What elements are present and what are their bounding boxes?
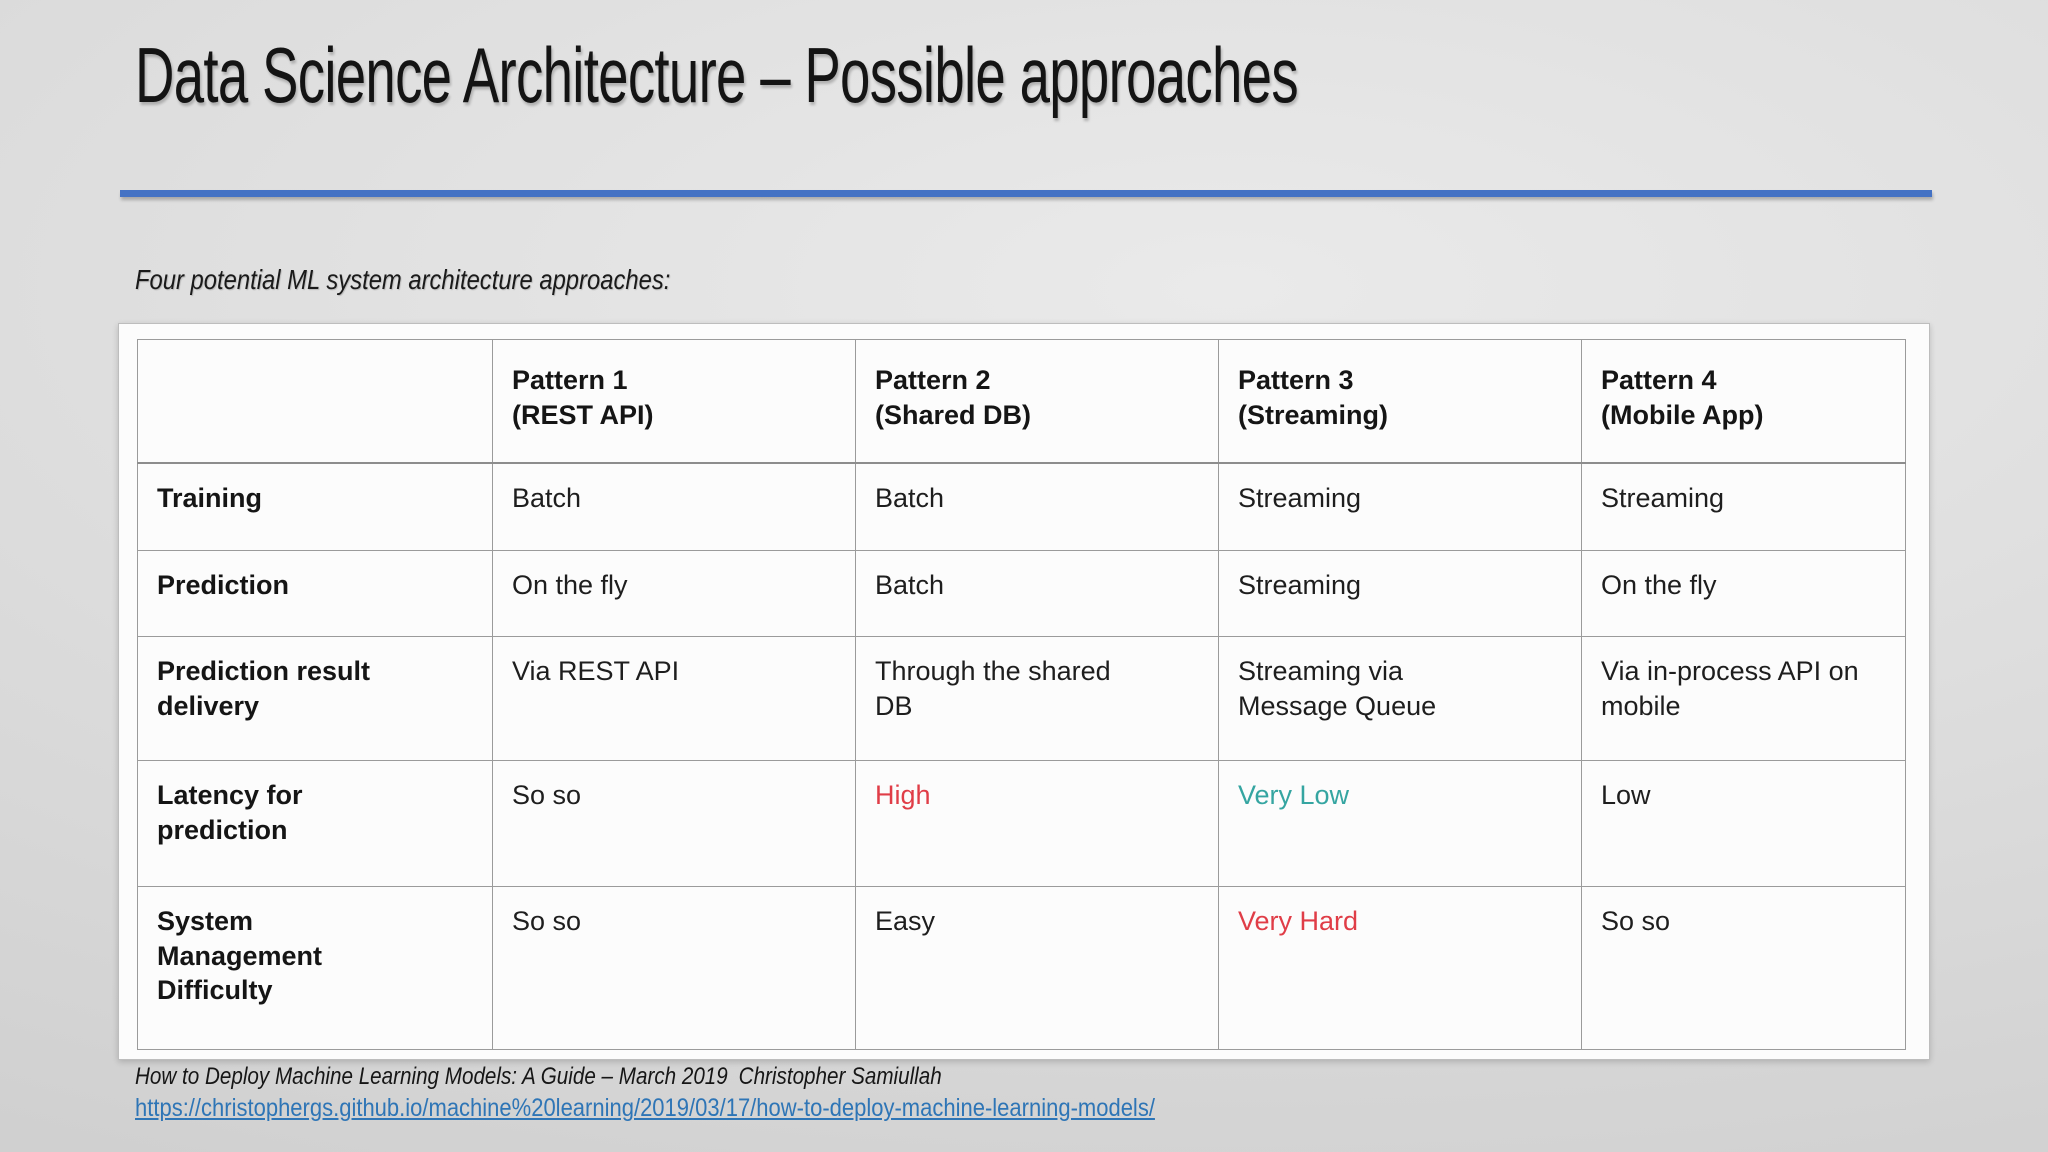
header-line-2: (Shared DB) <box>875 399 1032 430</box>
table-cell: So so <box>492 886 856 1050</box>
row-label: System Management Difficulty <box>137 886 493 1050</box>
table-row-latency: Latency for prediction So so High Very L… <box>137 760 1906 887</box>
source-link-line: https://christophergs.github.io/machine%… <box>135 1094 1155 1123</box>
table-cell-latency-high: High <box>855 760 1219 887</box>
table-row-training: Training Batch Batch Streaming Streaming <box>137 462 1906 551</box>
source-citation: How to Deploy Machine Learning Models: A… <box>135 1063 942 1091</box>
architecture-table-container: Pattern 1 (REST API) Pattern 2 (Shared D… <box>118 323 1930 1060</box>
source-hyperlink[interactable]: https://christophergs.github.io/machine%… <box>135 1094 1155 1122</box>
table-cell-latency-very-low: Very Low <box>1218 760 1582 887</box>
table-header-row: Pattern 1 (REST API) Pattern 2 (Shared D… <box>137 339 1906 464</box>
slide-subtitle: Four potential ML system architecture ap… <box>135 264 671 295</box>
row-label: Prediction <box>137 550 493 637</box>
header-line-1: Pattern 3 <box>1238 365 1354 395</box>
header-line-1: Pattern 4 <box>1601 365 1717 395</box>
table-row-prediction-result-delivery: Prediction result delivery Via REST API … <box>137 636 1906 761</box>
row-label: Prediction result delivery <box>137 636 493 761</box>
table-cell: Streaming via Message Queue <box>1218 636 1582 761</box>
table-row-prediction: Prediction On the fly Batch Streaming On… <box>137 550 1906 637</box>
table-corner-cell <box>137 339 493 464</box>
title-divider-rule <box>120 190 1932 197</box>
table-cell: So so <box>492 760 856 887</box>
table-cell: On the fly <box>492 550 856 637</box>
table-cell: Batch <box>855 550 1219 637</box>
table-cell: Streaming <box>1218 462 1582 551</box>
header-line-2: (Mobile App) <box>1601 399 1764 430</box>
table-header-pattern-3: Pattern 3 (Streaming) <box>1218 339 1582 464</box>
table-cell: On the fly <box>1581 550 1906 637</box>
row-label: Training <box>137 462 493 551</box>
table-cell: Through the shared DB <box>855 636 1219 761</box>
header-line-2: (REST API) <box>512 399 654 430</box>
page-title: Data Science Architecture – Possible app… <box>135 31 1299 119</box>
table-cell: Easy <box>855 886 1219 1050</box>
citation-text: How to Deploy Machine Learning Models: A… <box>135 1063 728 1090</box>
table-cell: Batch <box>855 462 1219 551</box>
table-cell: Streaming <box>1218 550 1582 637</box>
table-cell: So so <box>1581 886 1906 1050</box>
table-cell: Streaming <box>1581 462 1906 551</box>
citation-author: Christopher Samiullah <box>738 1063 942 1090</box>
header-line-1: Pattern 1 <box>512 365 628 395</box>
table-cell: Low <box>1581 760 1906 887</box>
table-cell: Via REST API <box>492 636 856 761</box>
header-line-2: (Streaming) <box>1238 399 1389 430</box>
table-cell: Via in-process API on mobile <box>1581 636 1906 761</box>
architecture-table: Pattern 1 (REST API) Pattern 2 (Shared D… <box>137 339 1906 1050</box>
row-label: Latency for prediction <box>137 760 493 887</box>
header-line-1: Pattern 2 <box>875 365 991 395</box>
table-cell-mgmt-very-hard: Very Hard <box>1218 886 1582 1050</box>
table-header-pattern-4: Pattern 4 (Mobile App) <box>1581 339 1906 464</box>
table-cell: Batch <box>492 462 856 551</box>
table-header-pattern-1: Pattern 1 (REST API) <box>492 339 856 464</box>
table-header-pattern-2: Pattern 2 (Shared DB) <box>855 339 1219 464</box>
table-row-system-management: System Management Difficulty So so Easy … <box>137 886 1906 1050</box>
